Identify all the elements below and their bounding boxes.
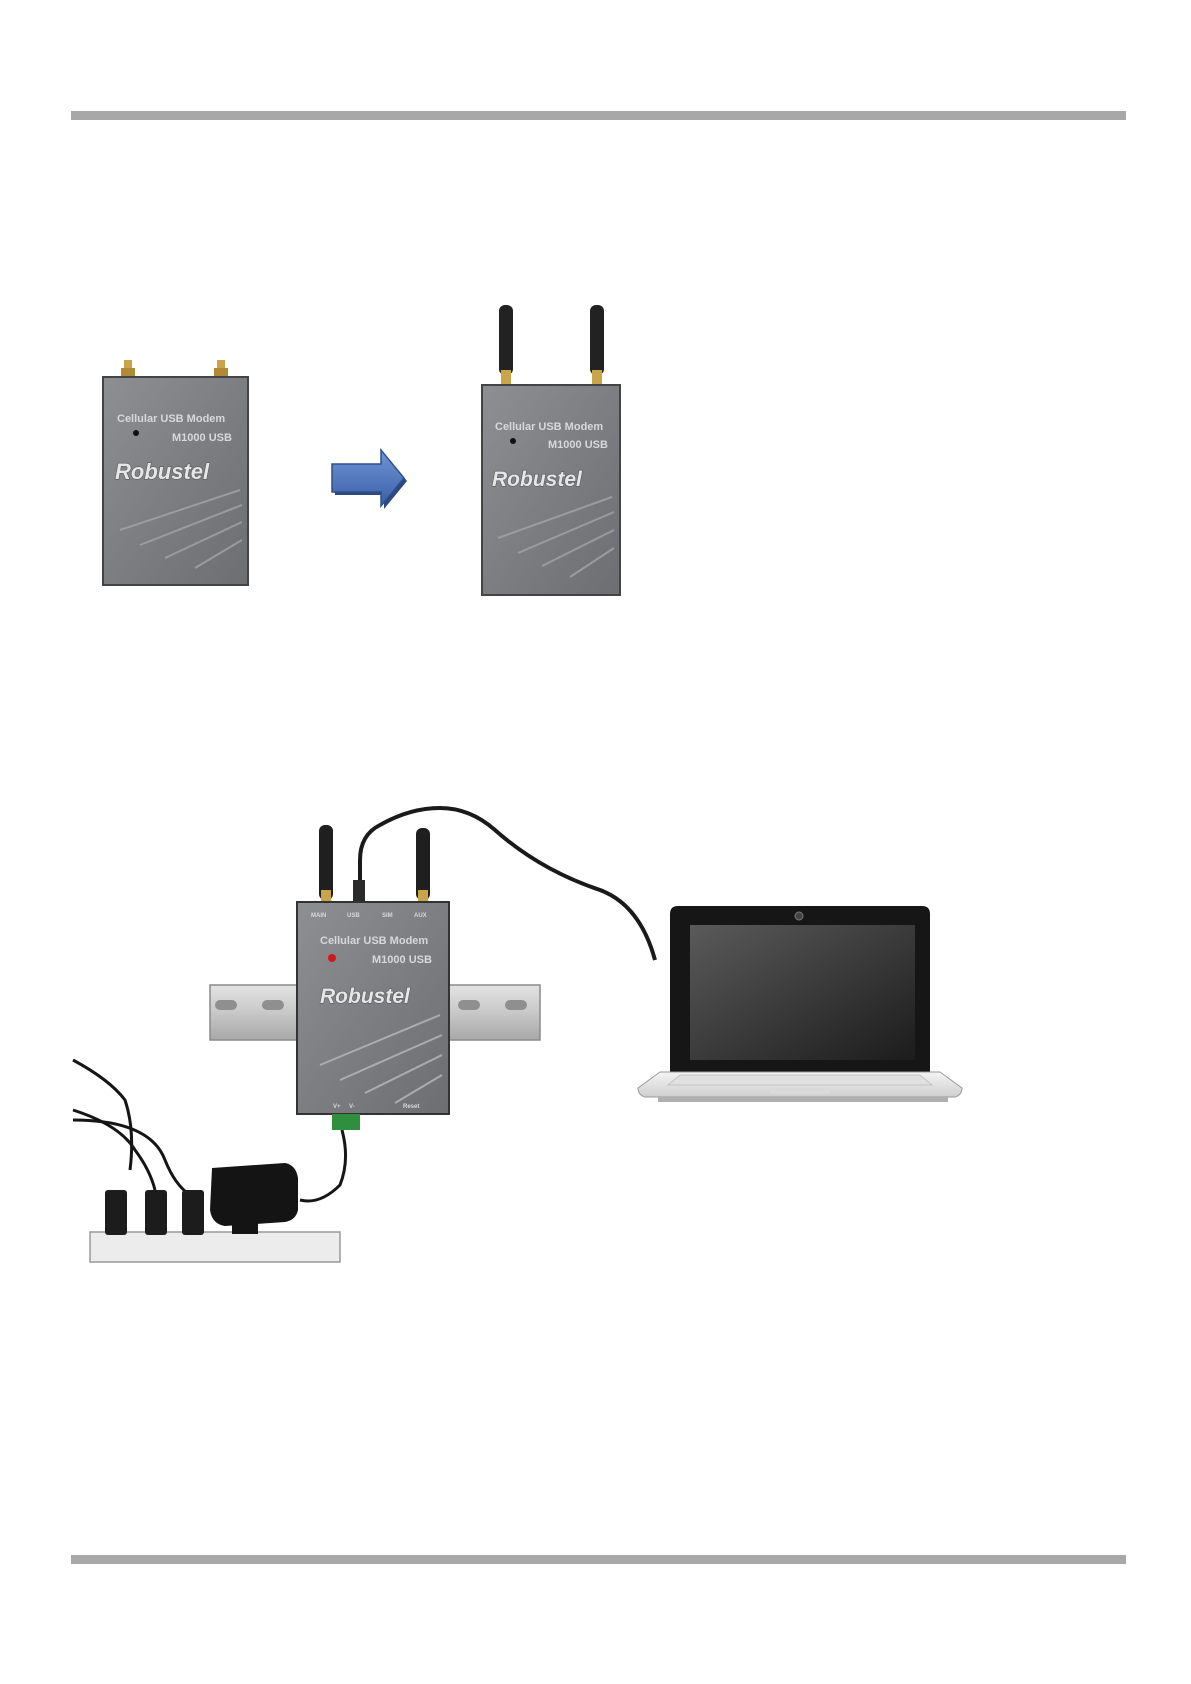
modem-without-antennas: Cellular USB Modem M1000 USB Robustel — [103, 360, 248, 585]
modem-after-label-1: Cellular USB Modem — [495, 421, 603, 433]
bottom-label-vplus: V+ — [333, 1104, 341, 1110]
arrow-icon — [332, 450, 407, 509]
bottom-label-reset: Reset — [403, 1104, 419, 1110]
modem-after-logo: Robustel — [492, 468, 583, 491]
modem-after-label-2: M1000 USB — [548, 439, 608, 451]
power-adapter — [210, 1163, 298, 1234]
modem-before-logo: Robustel — [115, 459, 210, 484]
port-label-sim: SIM — [382, 913, 393, 919]
modem-on-rail: MAIN USB SIM AUX Cellular USB Modem M100… — [297, 825, 449, 1130]
laptop — [638, 906, 962, 1102]
modem-rail-label-2: M1000 USB — [372, 954, 432, 966]
modem-with-antennas: Cellular USB Modem M1000 USB Robustel — [482, 305, 620, 595]
port-label-aux: AUX — [414, 913, 427, 919]
bottom-label-vminus: V- — [349, 1104, 355, 1110]
modem-rail-logo: Robustel — [320, 985, 411, 1008]
port-label-usb: USB — [347, 913, 360, 919]
modem-before-label-2: M1000 USB — [172, 432, 232, 444]
footer-rule — [71, 1555, 1126, 1564]
port-label-main: MAIN — [311, 913, 326, 919]
modem-before-label-1: Cellular USB Modem — [117, 413, 225, 425]
modem-rail-label-1: Cellular USB Modem — [320, 935, 428, 947]
